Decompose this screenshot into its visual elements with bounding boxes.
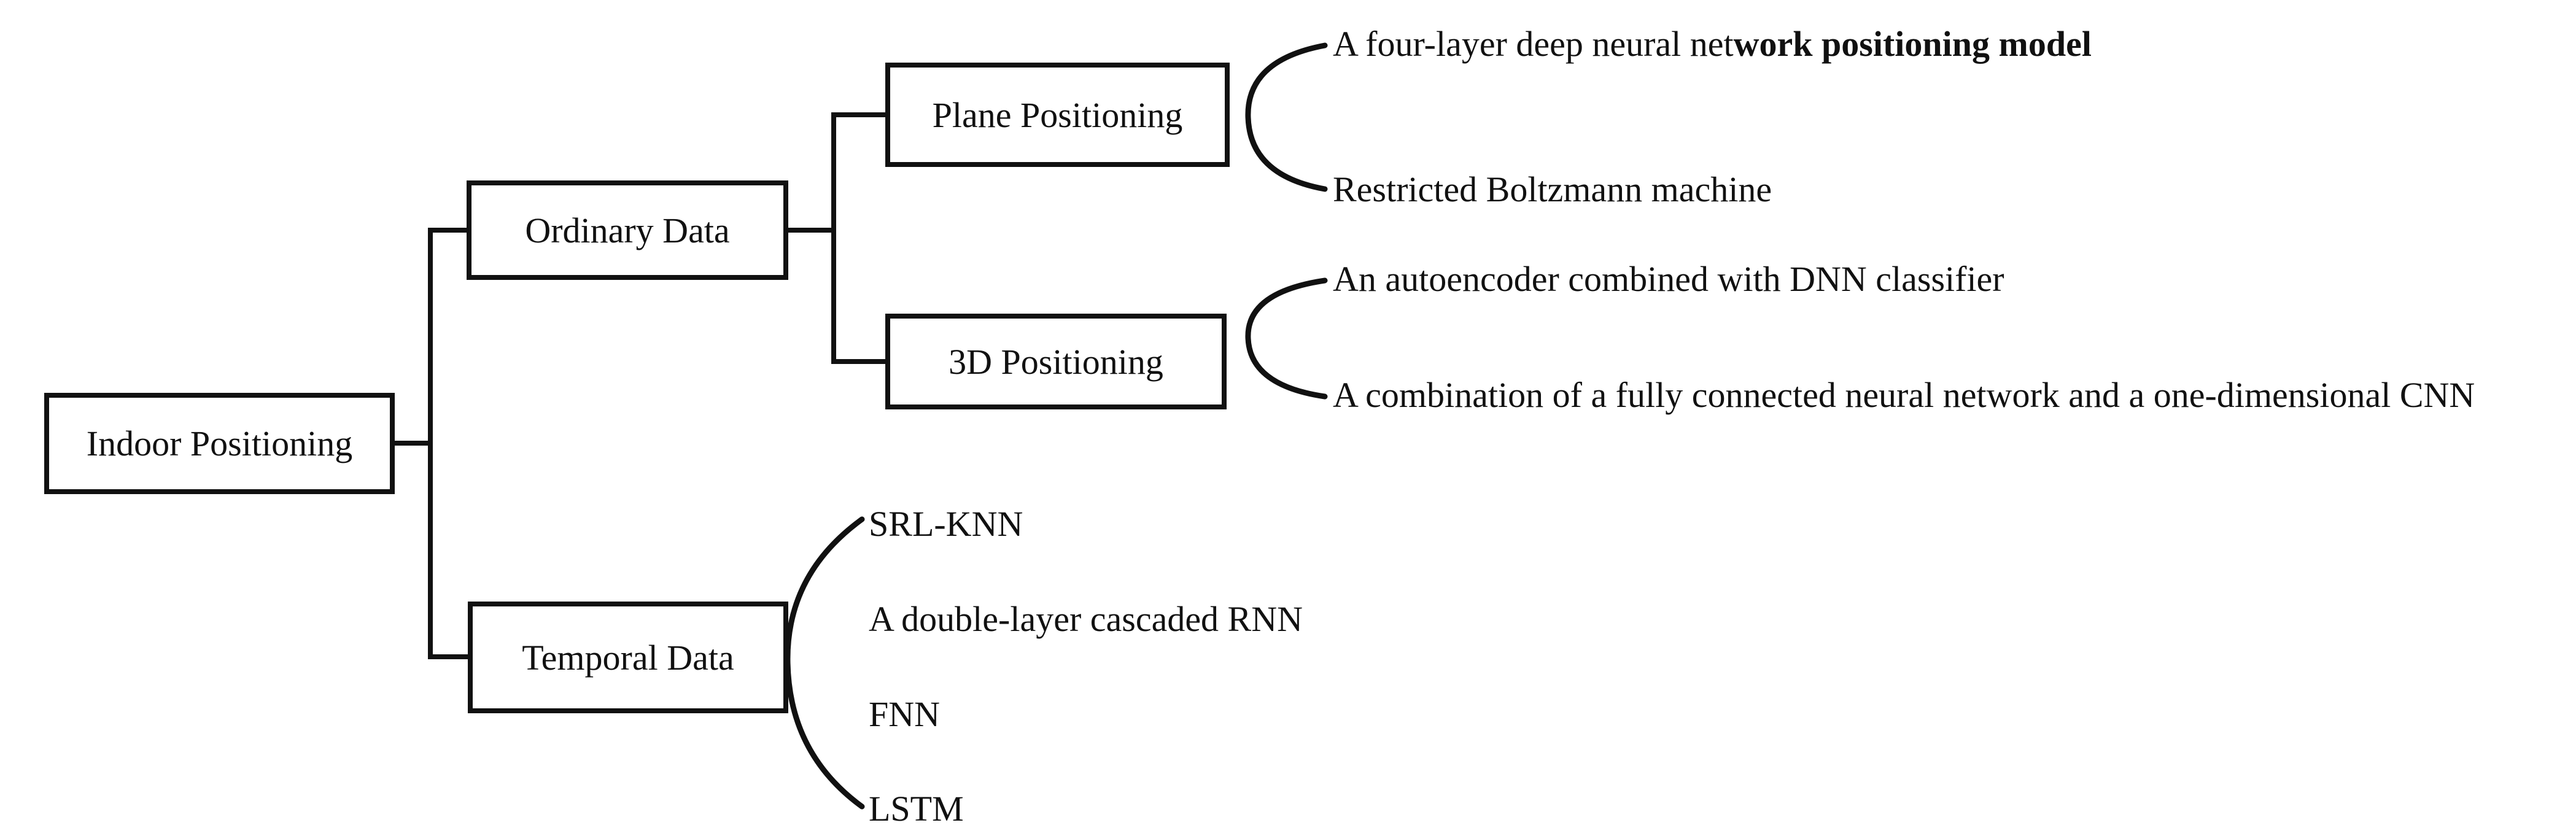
brace-plane-positioning	[1245, 42, 1328, 192]
brace-3d-positioning	[1245, 277, 1328, 400]
leaf-autoencoder-dnn: An autoencoder combined with DNN classif…	[1333, 259, 2004, 299]
temporal-data-box: Temporal Data	[468, 602, 788, 713]
ordinary-data-box: Ordinary Data	[467, 180, 788, 280]
leaf-four-layer-dnn: A four-layer deep neural network positio…	[1333, 23, 2092, 65]
connector-ordinary-to-childtrunk	[788, 228, 836, 233]
leaf-double-layer-rnn: A double-layer cascaded RNN	[869, 599, 1303, 639]
connector-main-trunk	[428, 228, 433, 659]
3d-positioning-label: 3D Positioning	[949, 341, 1163, 382]
leaf-fcnn-1d-cnn: A combination of a fully connected neura…	[1333, 375, 2475, 415]
3d-positioning-box: 3D Positioning	[885, 314, 1227, 409]
connector-trunk-to-ordinary	[428, 228, 467, 233]
leaf-restricted-boltzmann: Restricted Boltzmann machine	[1333, 169, 1772, 209]
plane-positioning-label: Plane Positioning	[932, 95, 1183, 135]
connector-childtrunk-to-3d	[831, 359, 885, 364]
leaf-fnn: FNN	[869, 694, 941, 734]
ordinary-data-label: Ordinary Data	[525, 210, 730, 250]
indoor-positioning-label: Indoor Positioning	[86, 424, 353, 463]
connector-childtrunk-to-plane	[831, 112, 885, 117]
plane-positioning-box: Plane Positioning	[885, 63, 1230, 167]
connector-indoor-to-trunk	[395, 441, 433, 446]
temporal-data-label: Temporal Data	[522, 637, 734, 678]
connector-child-trunk	[831, 112, 836, 364]
leaf-srl-knn: SRL-KNN	[869, 504, 1023, 544]
indoor-positioning-box: Indoor Positioning	[44, 393, 395, 494]
connector-trunk-to-temporal	[428, 654, 468, 659]
brace-temporal-data	[785, 516, 865, 810]
leaf-four-layer-dnn-normal: A four-layer deep neural net	[1333, 24, 1734, 64]
leaf-four-layer-dnn-bold: work positioning model	[1733, 24, 2092, 64]
leaf-lstm: LSTM	[869, 789, 964, 829]
